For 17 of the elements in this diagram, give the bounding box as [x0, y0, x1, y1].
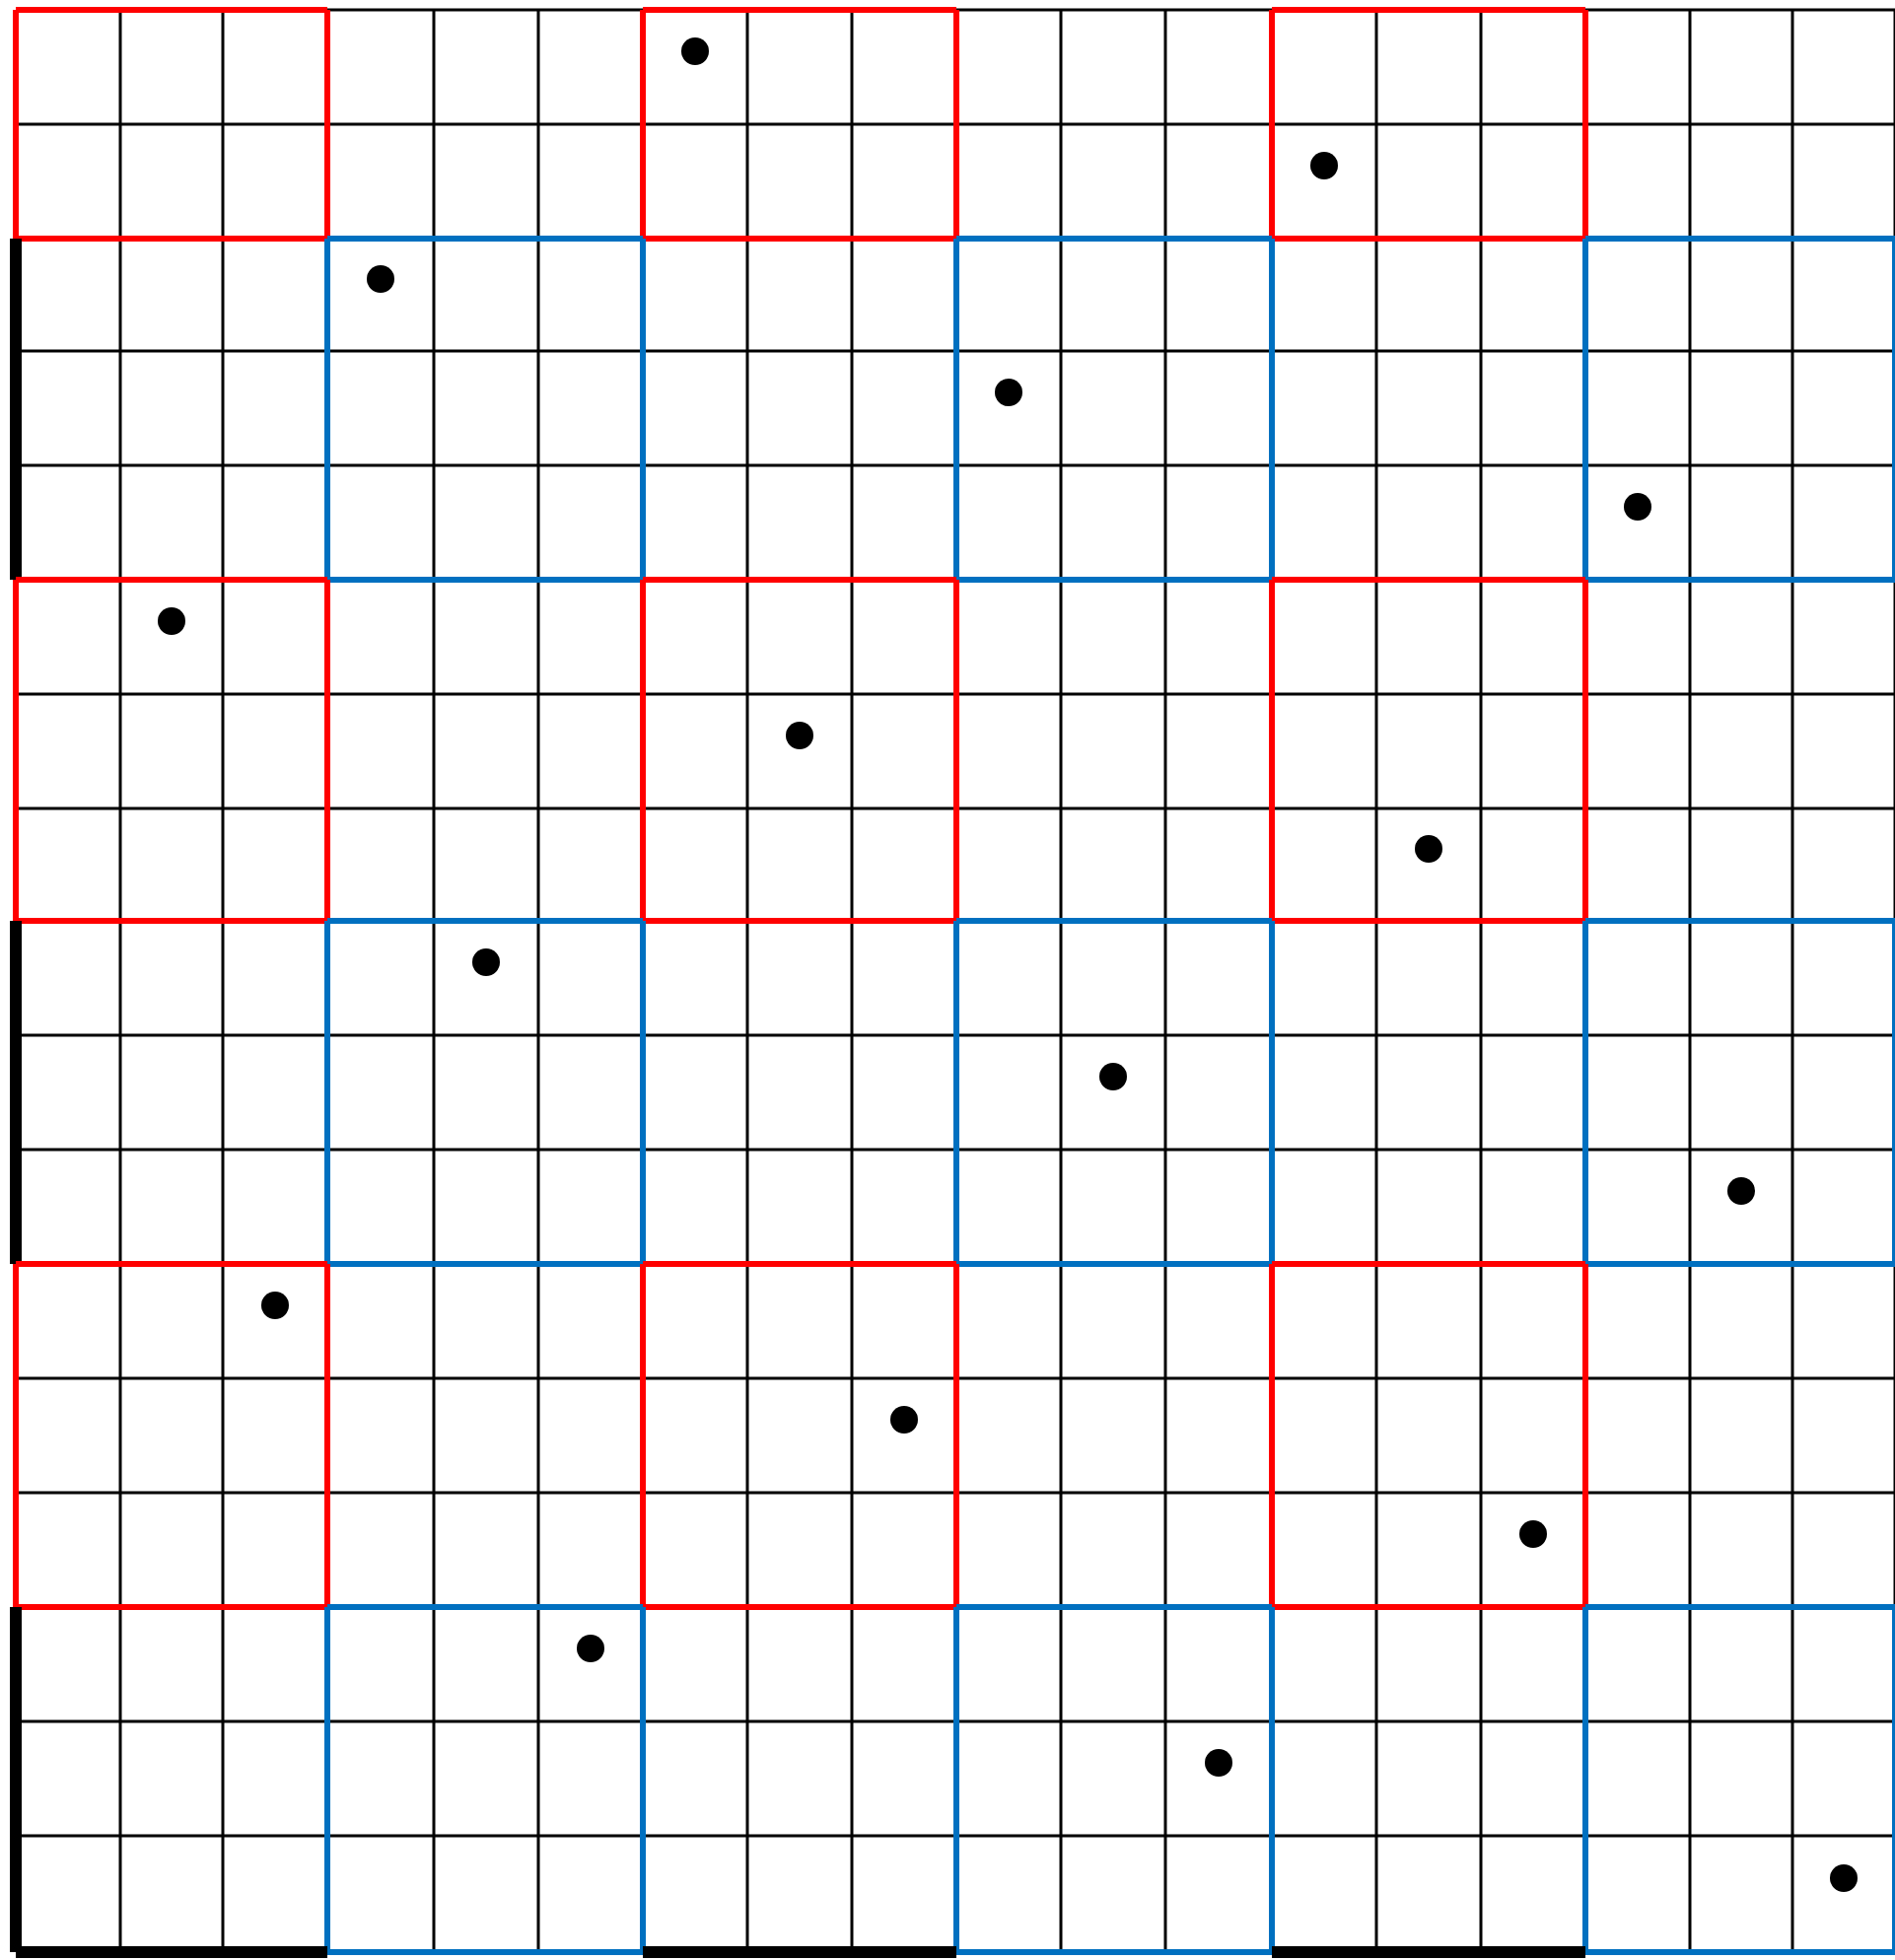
dot-marker [1727, 1177, 1755, 1205]
dot-marker [681, 37, 709, 65]
dot-marker [1205, 1749, 1232, 1777]
dot-marker [890, 1406, 918, 1434]
dot-marker [1624, 493, 1651, 521]
dot-marker [577, 1635, 604, 1662]
dot-marker [367, 265, 394, 293]
dot-marker [472, 948, 500, 976]
dot-marker [786, 722, 813, 749]
dot-marker [1310, 152, 1338, 179]
dot-marker [158, 607, 185, 635]
dot-marker [1830, 1864, 1858, 1892]
dot-marker [1415, 835, 1442, 863]
dot-marker [1519, 1520, 1547, 1548]
dot-marker [261, 1292, 289, 1319]
dot-marker [1099, 1063, 1127, 1090]
dot-marker [995, 379, 1022, 406]
